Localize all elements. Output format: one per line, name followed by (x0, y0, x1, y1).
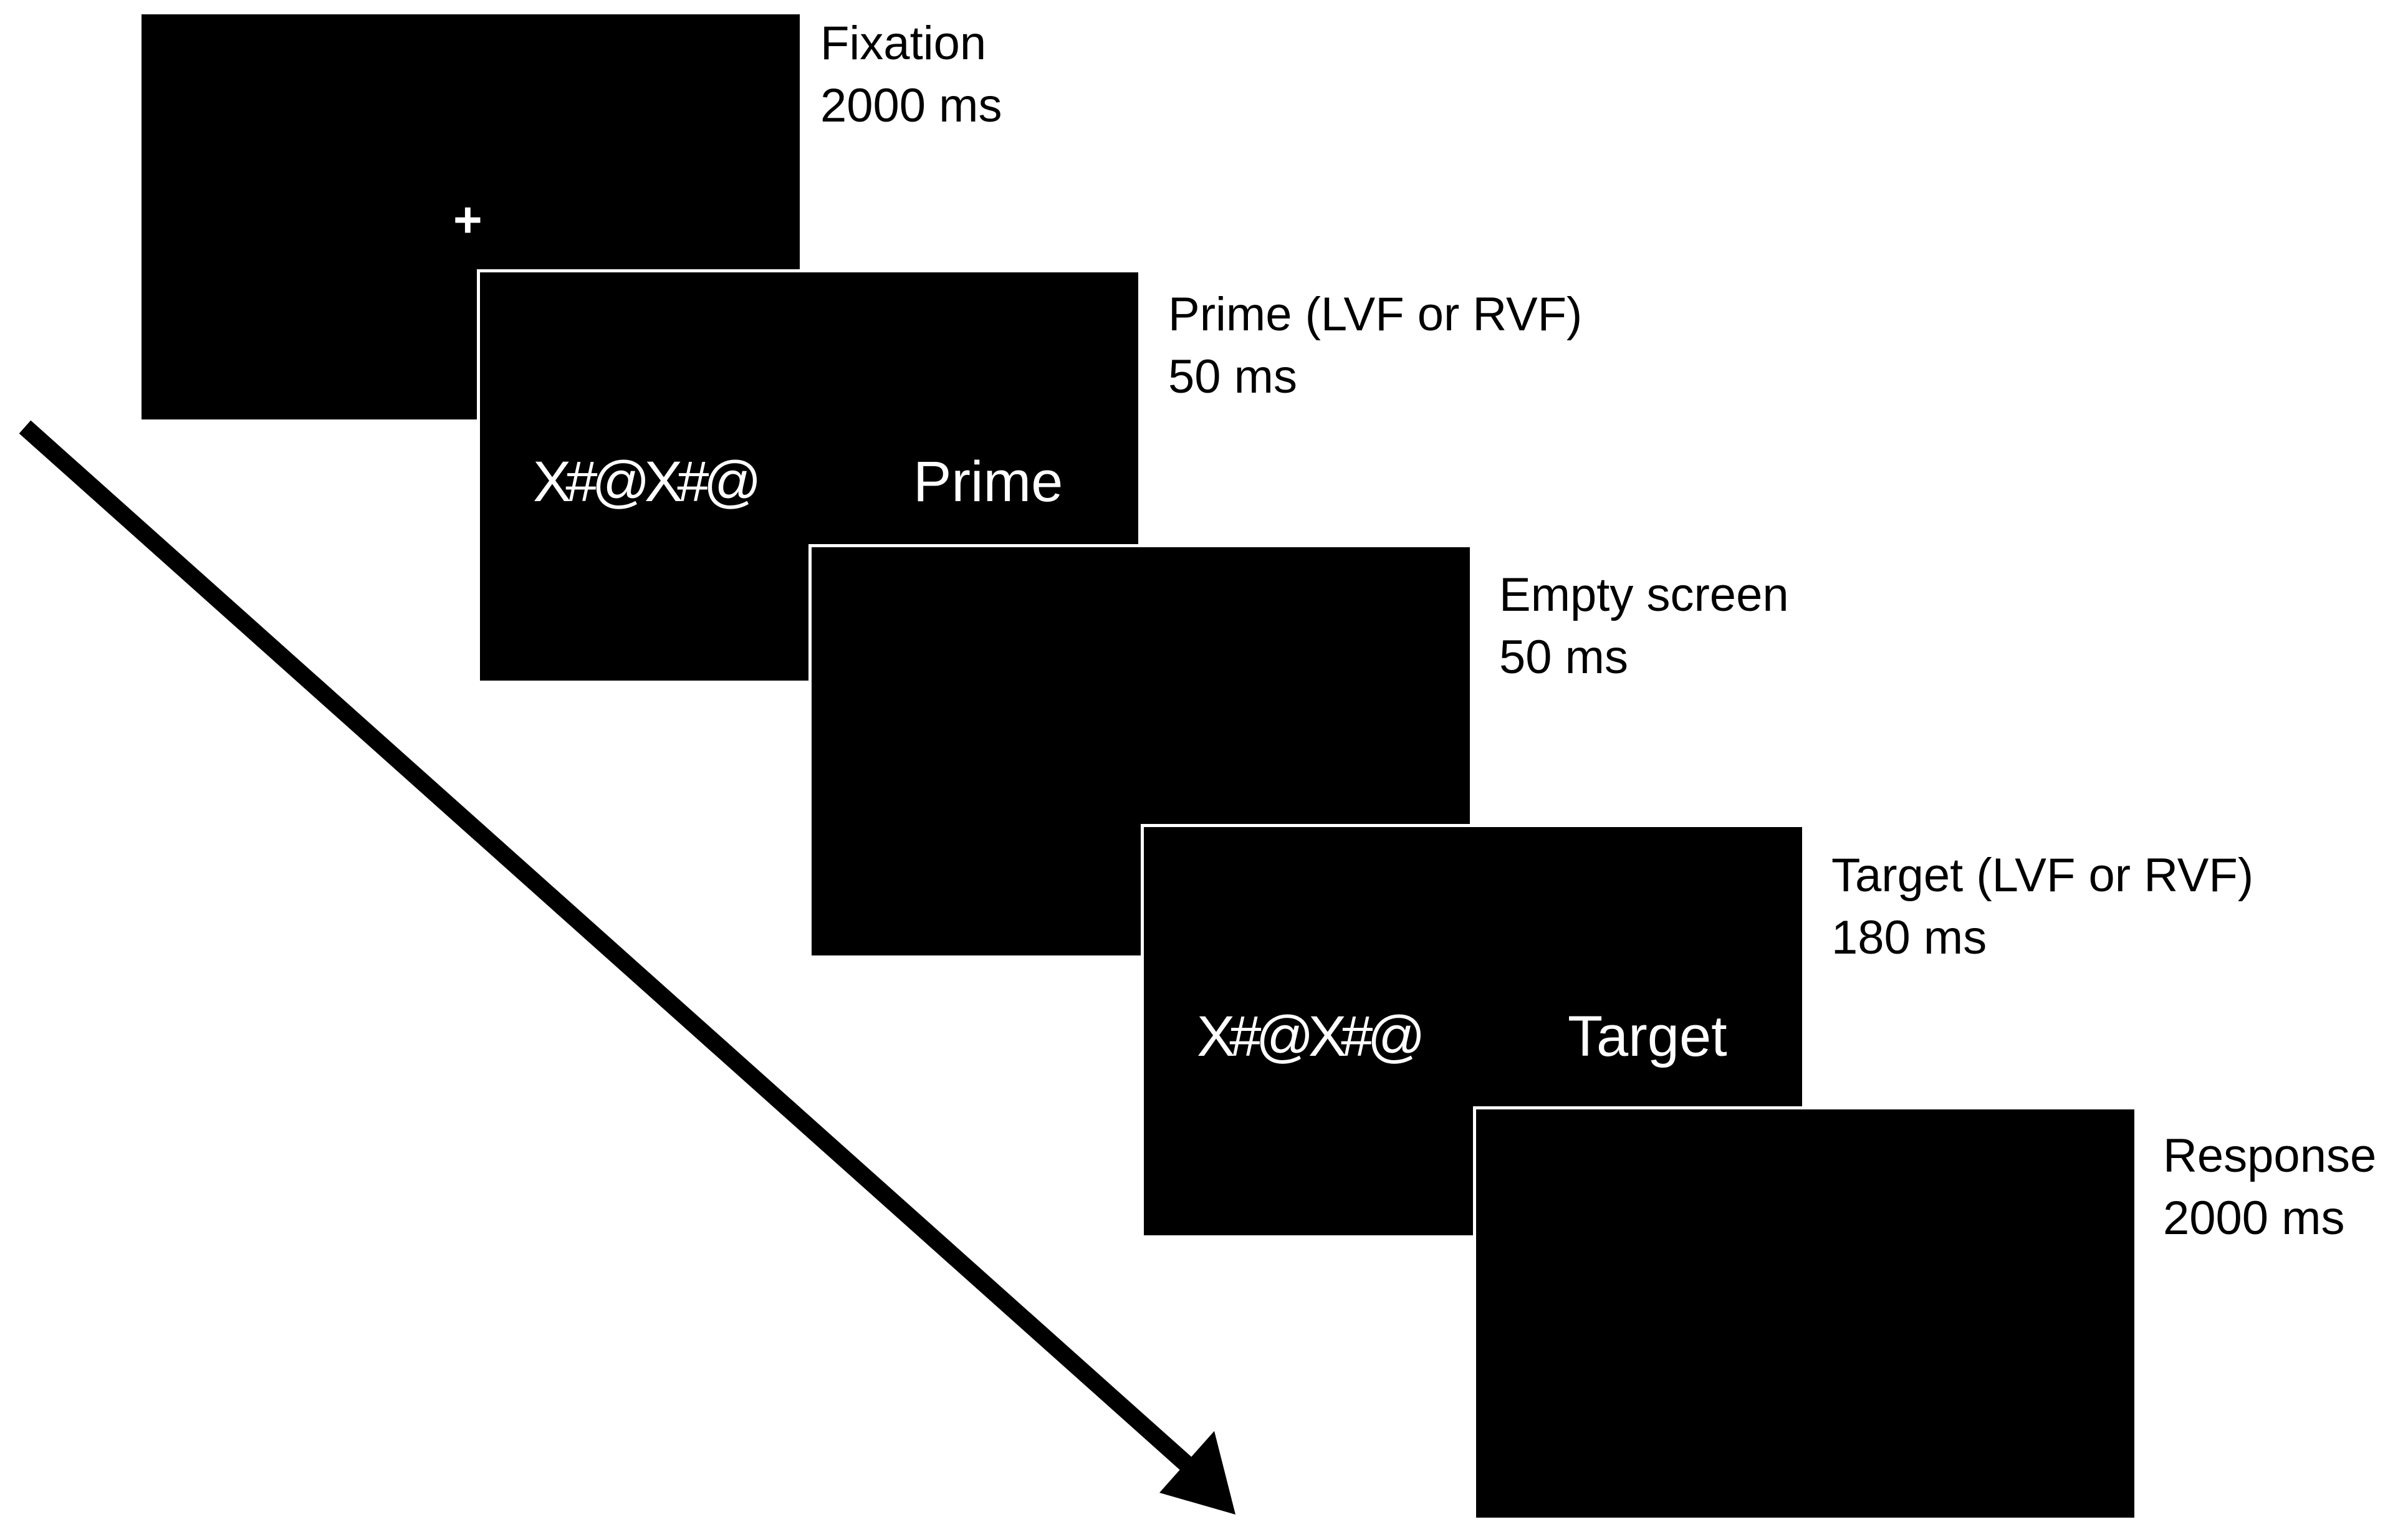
fixation-screen: + (138, 11, 803, 423)
empty-screen-duration: 50 ms (1499, 631, 1628, 684)
response-screen (1473, 1106, 2137, 1521)
response-name: Response (2163, 1129, 2377, 1182)
prime-label: Prime (LVF or RVF) 50 ms (1168, 284, 1582, 409)
fixation-name: Fixation (820, 17, 987, 70)
target-word: Target (1568, 1005, 1727, 1068)
target-label: Target (LVF or RVF) 180 ms (1831, 845, 2253, 970)
target-duration: 180 ms (1831, 911, 1987, 965)
target-mask: X#@X#@ (1197, 1005, 1426, 1068)
fixation-duration: 2000 ms (820, 79, 1002, 133)
response-label: Response 2000 ms (2163, 1125, 2376, 1250)
response-duration: 2000 ms (2163, 1192, 2345, 1245)
prime-word: Prime (913, 450, 1063, 514)
empty-screen-name: Empty screen (1499, 568, 1789, 621)
prime-name: Prime (LVF or RVF) (1168, 288, 1583, 341)
prime-mask: X#@X#@ (533, 450, 762, 514)
fixation-label: Fixation 2000 ms (820, 12, 1002, 138)
target-name: Target (LVF or RVF) (1831, 849, 2254, 902)
prime-duration: 50 ms (1168, 350, 1297, 404)
empty-screen-label: Empty screen 50 ms (1499, 564, 1789, 689)
time-arrow-head (1159, 1431, 1235, 1515)
fixation-cross: + (453, 192, 482, 247)
